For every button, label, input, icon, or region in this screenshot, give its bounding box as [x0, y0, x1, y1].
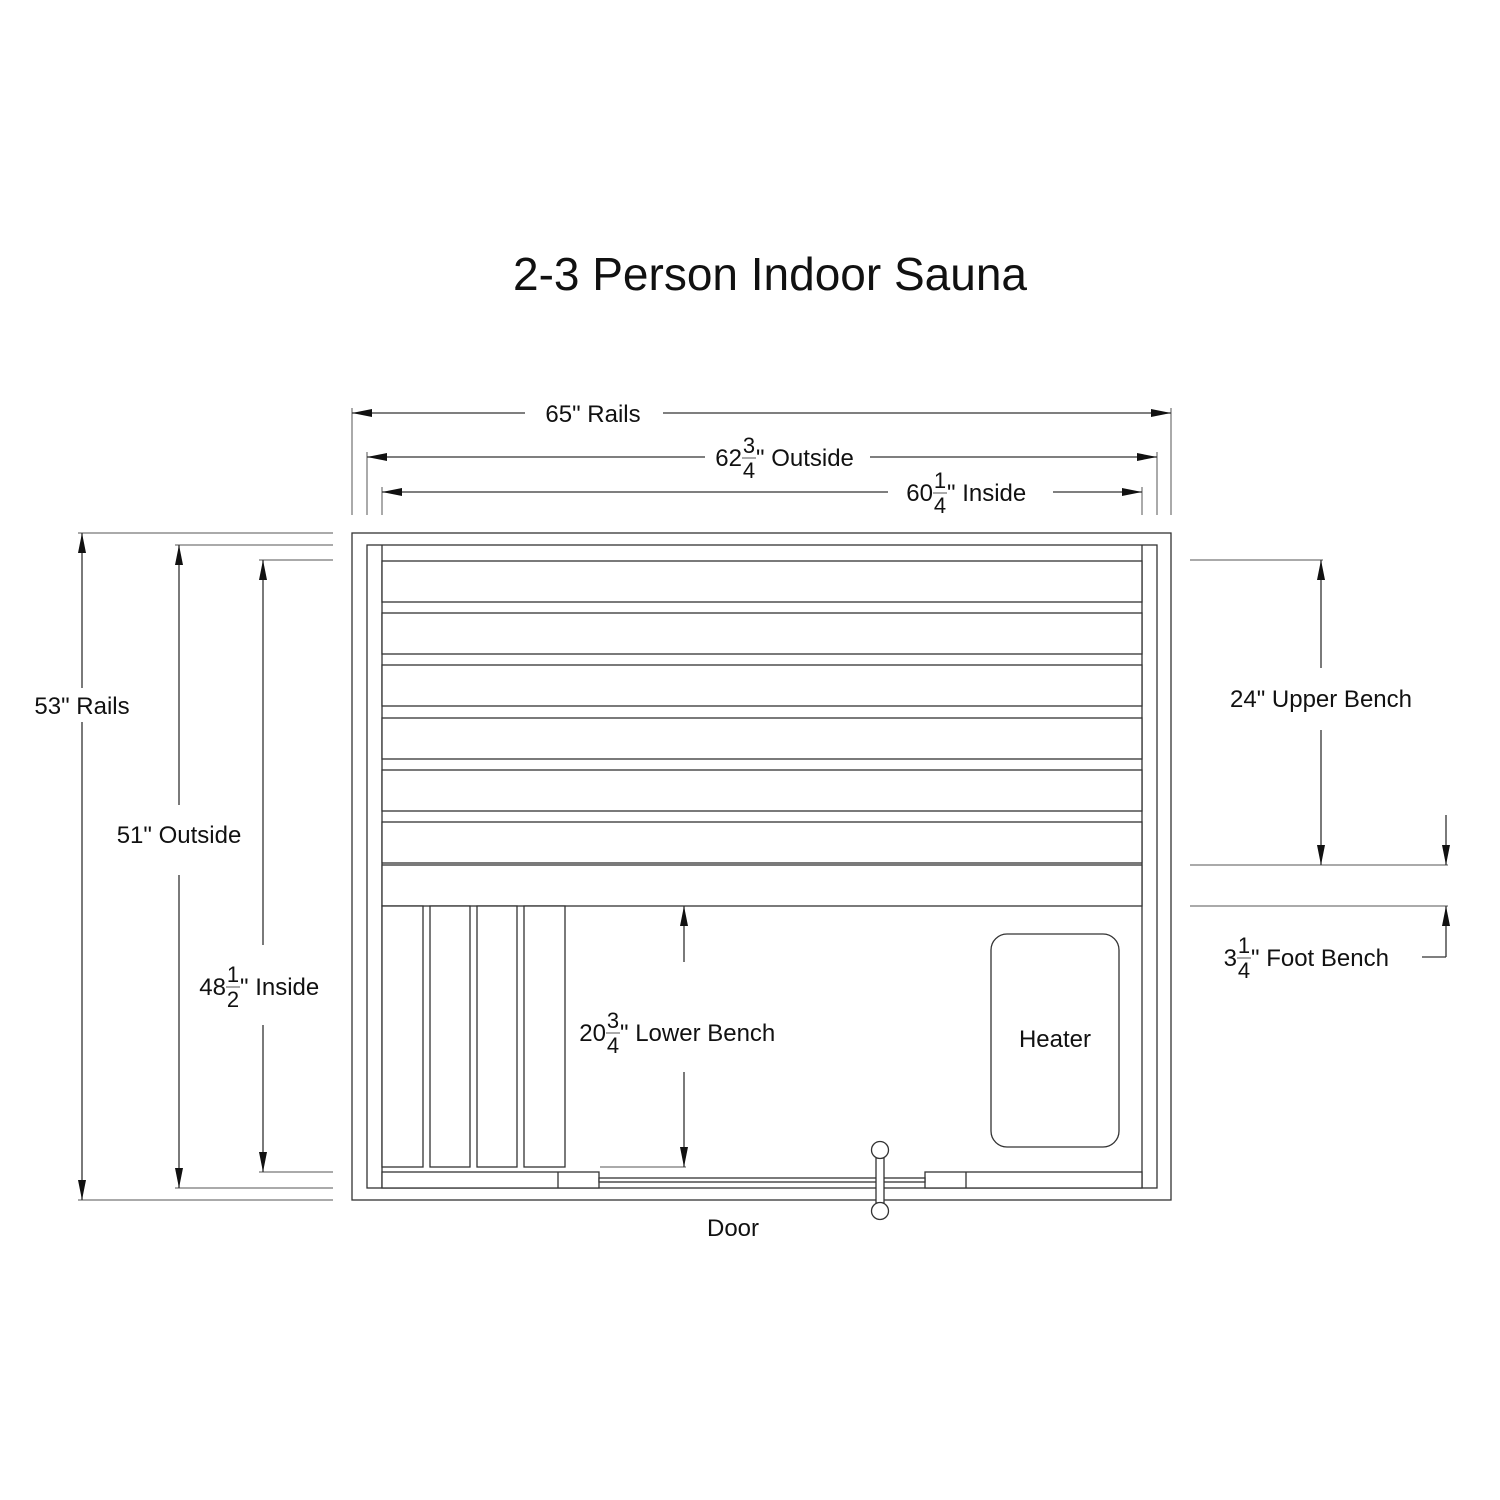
svg-text:20: 20 [579, 1020, 606, 1047]
dimension-depth-outside: 51" Outside [105, 544, 333, 1189]
heater: Heater [990, 933, 1120, 1148]
svg-text:" Outside: " Outside [756, 445, 854, 472]
svg-text:" Foot Bench: " Foot Bench [1251, 945, 1389, 972]
svg-text:" Lower Bench: " Lower Bench [620, 1020, 775, 1047]
fraction-bars [226, 457, 1251, 1034]
upper-bench [381, 560, 1143, 907]
dimension-width-rails: 65" Rails [351, 398, 1172, 515]
dimension-upper-bench: 24" Upper Bench [1190, 559, 1448, 866]
door-label: Door [707, 1215, 759, 1242]
door: Door [381, 1140, 1143, 1242]
svg-text:51" Outside: 51" Outside [117, 822, 242, 849]
svg-text:3: 3 [743, 433, 755, 458]
svg-text:1: 1 [227, 962, 239, 987]
svg-text:4: 4 [934, 493, 946, 518]
svg-text:1: 1 [1238, 933, 1250, 958]
lower-bench [381, 905, 566, 1168]
door-handle [875, 1157, 885, 1204]
svg-text:62: 62 [715, 445, 742, 472]
svg-text:4: 4 [743, 458, 755, 483]
svg-text:53" Rails: 53" Rails [34, 693, 129, 720]
dimension-depth-inside: 48 1 2 " Inside [192, 559, 337, 1173]
svg-text:1: 1 [934, 468, 946, 493]
heater-label: Heater [1019, 1026, 1091, 1053]
svg-text:" Inside: " Inside [240, 974, 319, 1001]
svg-text:4: 4 [607, 1033, 619, 1058]
svg-text:4: 4 [1238, 958, 1250, 983]
svg-text:60: 60 [906, 480, 933, 507]
diagram-title: 2-3 Person Indoor Sauna [513, 248, 1027, 300]
dimension-width-outside: 62 3 4 " Outside [366, 432, 1158, 515]
dimension-width-inside: 60 1 4 " Inside [381, 468, 1143, 518]
svg-text:24" Upper Bench: 24" Upper Bench [1230, 686, 1412, 713]
svg-text:3: 3 [1224, 945, 1237, 972]
svg-text:2: 2 [227, 987, 239, 1012]
foot-bench [381, 864, 1143, 907]
dimension-foot-bench: 3 1 4 " Foot Bench [1190, 815, 1450, 983]
svg-text:48: 48 [199, 974, 226, 1001]
svg-text:3: 3 [607, 1008, 619, 1033]
dimension-depth-rails: 53" Rails [22, 532, 333, 1201]
svg-text:" Inside: " Inside [947, 480, 1026, 507]
svg-text:65" Rails: 65" Rails [545, 401, 640, 428]
dimension-lower-bench: 20 3 4 " Lower Bench [572, 906, 797, 1168]
